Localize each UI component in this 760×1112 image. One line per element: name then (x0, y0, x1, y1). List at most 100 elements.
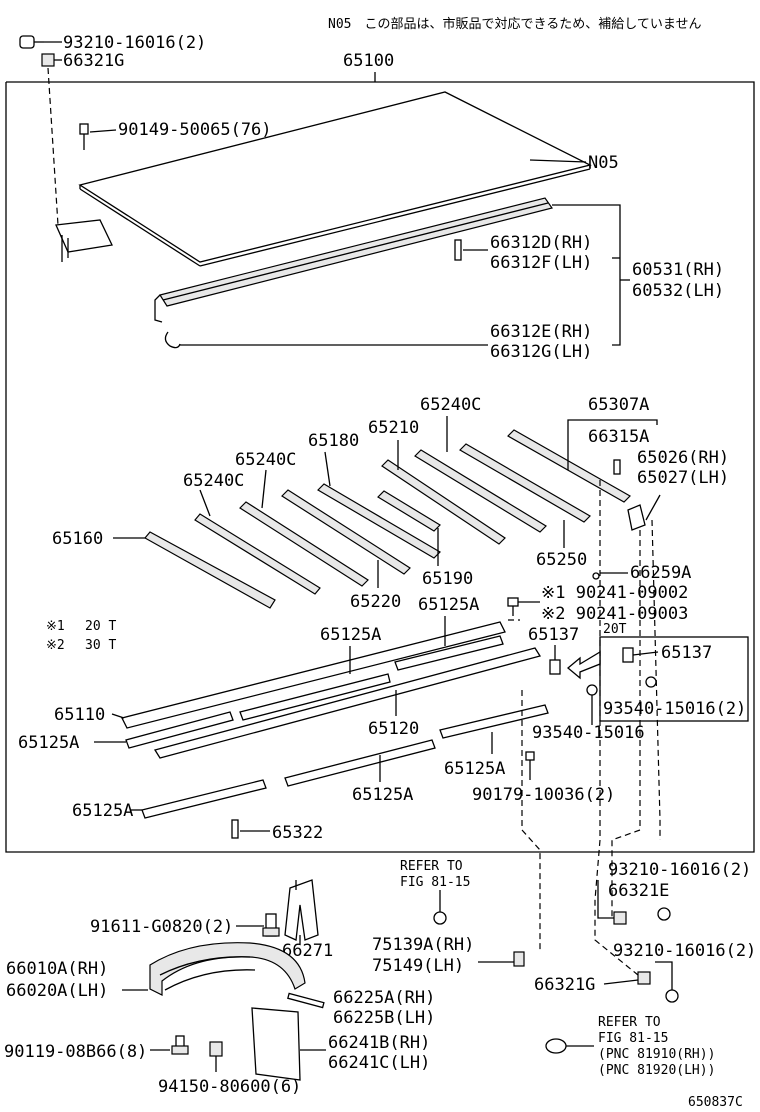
label-65240C-b[interactable]: 65240C (235, 450, 296, 470)
label-65307A[interactable]: 65307A (588, 395, 649, 415)
bolt-65322-icon (231, 819, 239, 839)
label-66312G[interactable]: 66312G(LH) (490, 342, 592, 362)
mudguard-66010A-icon (149, 942, 306, 996)
label-66312F[interactable]: 66312F(LH) (490, 253, 592, 273)
label-90241-b[interactable]: ※2 90241-09003 (541, 604, 688, 624)
label-66010A[interactable]: 66010A(RH) (6, 959, 108, 979)
label-94150[interactable]: 94150-80600(6) (158, 1077, 301, 1097)
bolt-93210-mid-icon (657, 907, 671, 921)
label-75139A[interactable]: 75139A(RH) (372, 935, 474, 955)
label-65125A-c[interactable]: 65125A (18, 733, 79, 753)
label-66241B[interactable]: 66241B(RH) (328, 1033, 430, 1053)
refer-2-line1[interactable]: REFER TO (598, 1015, 661, 1030)
screw-icon (79, 123, 89, 135)
crossmember-65180 (317, 451, 441, 559)
mudflap-66241B-icon (251, 1007, 301, 1081)
screw-93540-detail-icon (645, 676, 657, 688)
legend-mark-1: ※1 (46, 619, 65, 634)
label-93210-mid[interactable]: 93210-16016(2) (608, 860, 751, 880)
detail-box (599, 636, 749, 722)
label-65180[interactable]: 65180 (308, 431, 359, 451)
label-65026[interactable]: 65026(RH) (637, 448, 729, 468)
label-93540-box[interactable]: 93540-15016(2) (603, 699, 746, 719)
label-65210[interactable]: 65210 (368, 418, 419, 438)
clip-65137-main-icon (549, 659, 561, 675)
label-65322[interactable]: 65322 (272, 823, 323, 843)
label-65250[interactable]: 65250 (536, 550, 587, 570)
label-66241C[interactable]: 66241C(LH) (328, 1053, 430, 1073)
label-93210-top[interactable]: 93210-16016(2) (63, 33, 206, 53)
crossmember-65240C-b (239, 469, 369, 587)
label-60531[interactable]: 60531(RH) (632, 260, 724, 280)
bracket-65026-icon (627, 504, 646, 531)
hinge-bracket-icon (55, 219, 113, 262)
label-93210-low[interactable]: 93210-16016(2) (613, 941, 756, 961)
bolt-icon (19, 35, 44, 49)
label-65240C-a[interactable]: 65240C (420, 395, 481, 415)
arrow-icon (566, 650, 601, 680)
label-91611[interactable]: 91611-G0820(2) (90, 917, 233, 937)
label-65125A-d[interactable]: 65125A (444, 759, 505, 779)
label-60532[interactable]: 60532(LH) (632, 281, 724, 301)
crossmember-65160 (113, 531, 276, 609)
rail-pin-icon (454, 239, 462, 261)
label-93540[interactable]: 93540-15016 (532, 723, 645, 743)
refer-2-line4[interactable]: (PNC 81920(LH)) (598, 1063, 715, 1078)
label-65240C-c[interactable]: 65240C (183, 471, 244, 491)
bracket-66271-icon (284, 879, 319, 941)
label-66259A[interactable]: 66259A (630, 563, 691, 583)
label-65120[interactable]: 65120 (368, 719, 419, 739)
label-N05[interactable]: N05 (588, 153, 619, 173)
label-20T[interactable]: 20T (603, 622, 627, 637)
reflector-icon (545, 1038, 567, 1054)
label-66315A[interactable]: 66315A (588, 427, 649, 447)
label-66271[interactable]: 66271 (282, 941, 333, 961)
label-66312D[interactable]: 66312D(RH) (490, 233, 592, 253)
refer-2-line3[interactable]: (PNC 81910(RH)) (598, 1047, 715, 1062)
legend-value-1: 20 T (85, 619, 116, 634)
label-65100[interactable]: 65100 (343, 51, 394, 71)
crossmember-65210 (381, 440, 506, 545)
crossmember-65240C-a (414, 416, 547, 533)
bolt-93210-low-icon (665, 989, 679, 1003)
screw-93540-icon (586, 684, 598, 696)
legend-mark-2: ※2 (46, 638, 65, 653)
label-65137-a[interactable]: 65137 (528, 625, 579, 645)
crossmember-65250 (459, 443, 591, 548)
label-65027[interactable]: 65027(LH) (637, 468, 729, 488)
label-66321G-top[interactable]: 66321G (63, 51, 124, 71)
label-65125A-f[interactable]: 65125A (72, 801, 133, 821)
label-65110[interactable]: 65110 (54, 705, 105, 725)
label-66225A[interactable]: 66225A(RH) (333, 988, 435, 1008)
label-66321G-low[interactable]: 66321G (534, 975, 595, 995)
crossmember-65190 (377, 490, 441, 566)
crossmember-65220 (281, 489, 411, 588)
label-65137-b[interactable]: 65137 (661, 643, 712, 663)
label-66321E[interactable]: 66321E (608, 881, 669, 901)
refer-2-line2[interactable]: FIG 81-15 (598, 1031, 668, 1046)
label-65125A-e[interactable]: 65125A (352, 785, 413, 805)
bolt-90241-icon (507, 597, 519, 607)
refer-1-line2[interactable]: FIG 81-15 (400, 875, 470, 890)
label-90149[interactable]: 90149-50065(76) (118, 120, 272, 140)
washer-66259A-icon (592, 572, 600, 580)
label-75149[interactable]: 75149(LH) (372, 956, 464, 976)
label-65160[interactable]: 65160 (52, 529, 103, 549)
nut-94150-icon (209, 1041, 223, 1057)
label-90119[interactable]: 90119-08B66(8) (4, 1042, 147, 1062)
bolt-91611-icon (262, 913, 280, 937)
label-65220[interactable]: 65220 (350, 592, 401, 612)
label-66020A[interactable]: 66020A(LH) (6, 981, 108, 1001)
label-90241-a[interactable]: ※1 90241-09002 (541, 583, 688, 603)
block-66321G-icon (637, 971, 651, 985)
label-90179[interactable]: 90179-10036(2) (472, 785, 615, 805)
retainer-block-icon (41, 53, 55, 67)
label-65190[interactable]: 65190 (422, 569, 473, 589)
supply-note: N05 この部品は、市販品で対応できるため、補給していません (328, 16, 701, 32)
refer-1-line1[interactable]: REFER TO (400, 859, 463, 874)
label-65125A-a[interactable]: 65125A (418, 595, 479, 615)
label-66312E[interactable]: 66312E(RH) (490, 322, 592, 342)
label-65125A-b[interactable]: 65125A (320, 625, 381, 645)
label-66225B[interactable]: 66225B(LH) (333, 1008, 435, 1028)
